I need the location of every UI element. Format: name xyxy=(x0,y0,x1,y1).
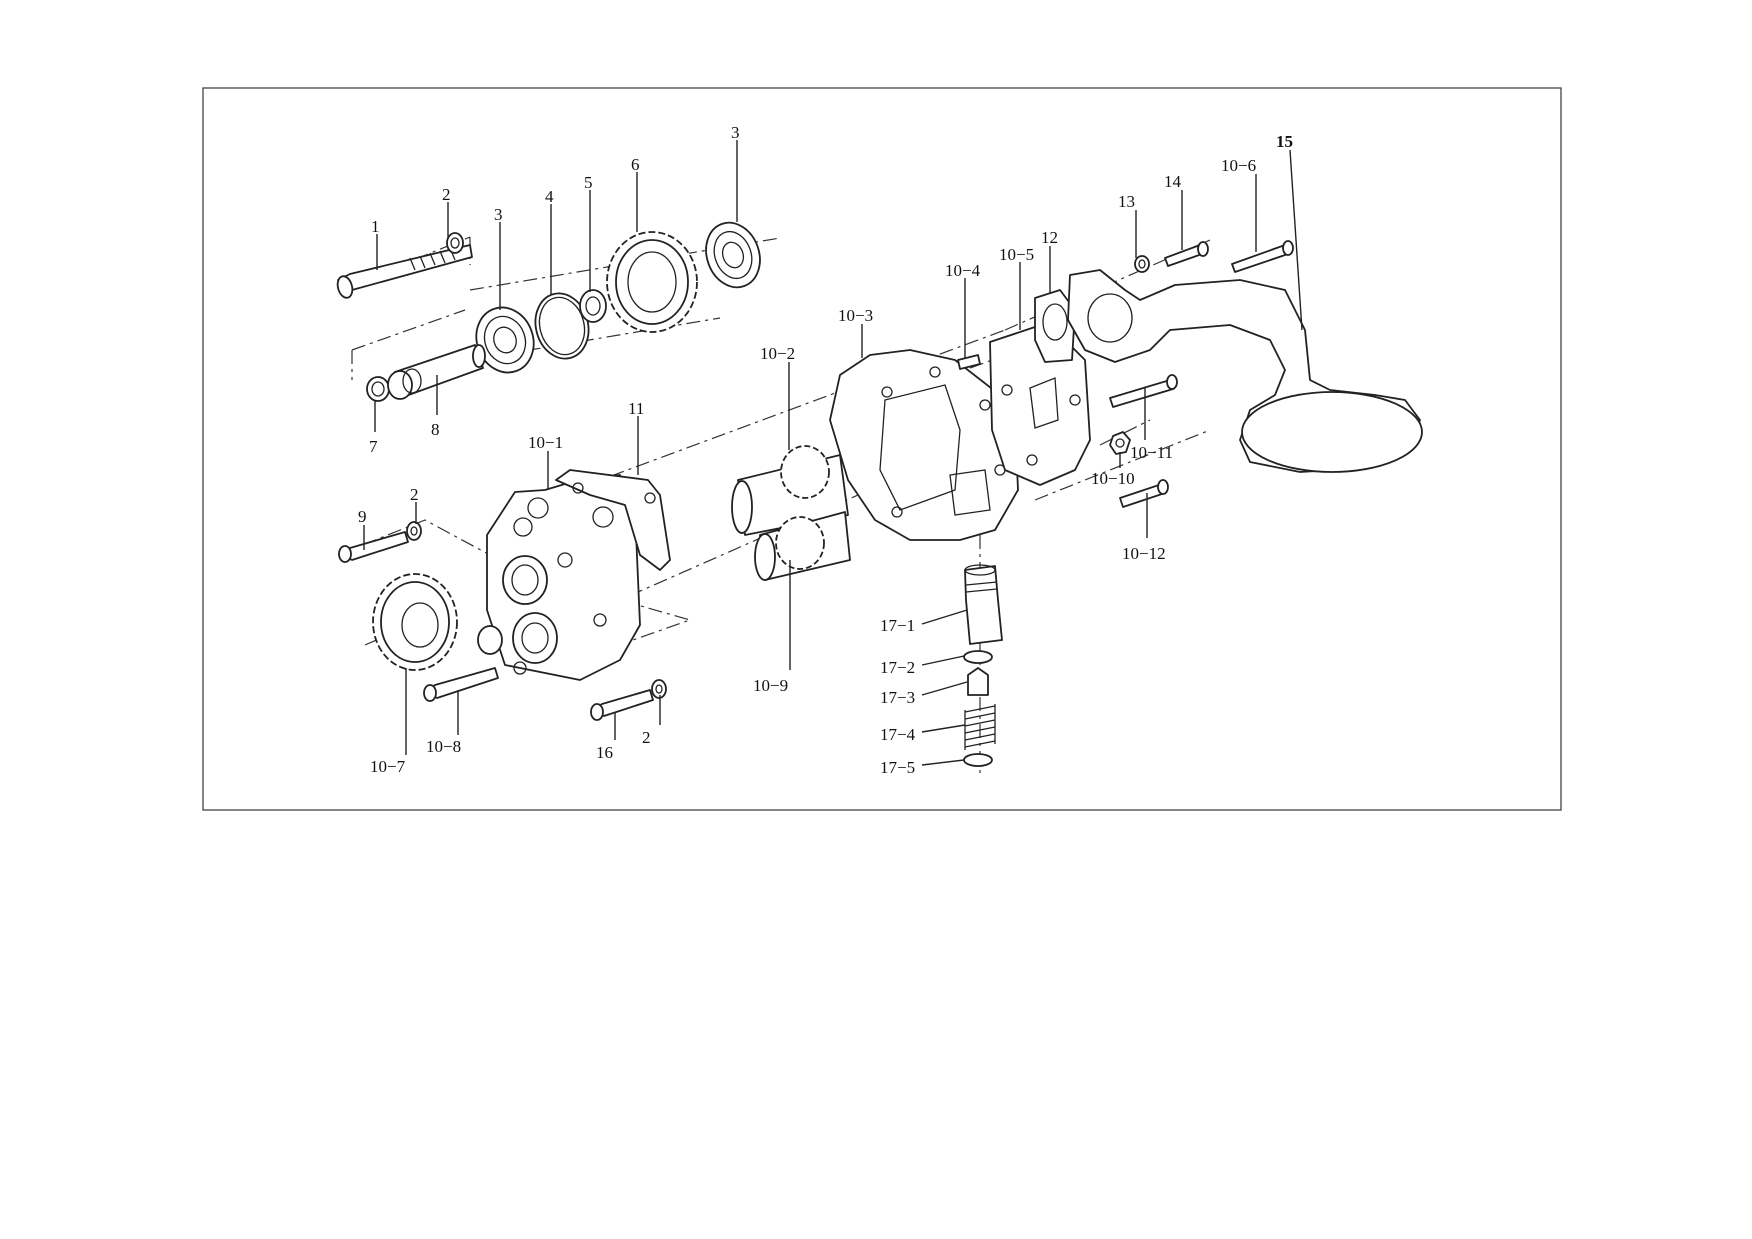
label-10-5: 10−5 xyxy=(999,245,1034,264)
label-13: 13 xyxy=(1118,192,1135,211)
part-16-bolt xyxy=(590,689,654,721)
label-10-4: 10−4 xyxy=(945,261,981,280)
label-10-8: 10−8 xyxy=(426,737,461,756)
part-7-washer xyxy=(366,376,390,402)
label-10-7: 10−7 xyxy=(370,757,406,776)
part-12-gasket xyxy=(1034,289,1076,363)
part-10-3-housing xyxy=(829,349,1019,541)
part-4-snap-ring xyxy=(534,292,590,360)
label-1: 1 xyxy=(371,217,380,236)
part-17-2-snap-ring xyxy=(963,650,993,664)
part-1-bolt xyxy=(336,244,473,299)
label-6: 6 xyxy=(631,155,640,174)
label-15: 15 xyxy=(1276,132,1293,151)
part-8-shaft xyxy=(387,344,486,400)
part-3-bearing-right xyxy=(705,221,761,289)
label-14: 14 xyxy=(1164,172,1182,191)
label-10-9: 10−9 xyxy=(753,676,788,695)
part-10-7-gear xyxy=(372,573,458,671)
label-4: 4 xyxy=(545,187,554,206)
label-10-3: 10−3 xyxy=(838,306,873,325)
label-2-mid: 2 xyxy=(410,485,419,504)
diagram-frame xyxy=(202,87,1562,811)
part-2-washer-top xyxy=(446,232,464,254)
label-10-1: 10−1 xyxy=(528,433,563,452)
label-10-2: 10−2 xyxy=(760,344,795,363)
part-2-washer-bottom xyxy=(651,679,667,699)
label-7: 7 xyxy=(369,437,378,456)
label-3-right: 3 xyxy=(731,123,740,142)
label-10-12: 10−12 xyxy=(1122,544,1166,563)
part-14-screw xyxy=(1164,241,1209,267)
label-17-1: 17−1 xyxy=(880,616,915,635)
label-3: 3 xyxy=(494,205,503,224)
part-10-8-bolt xyxy=(423,667,499,702)
label-17-4: 17−4 xyxy=(880,725,916,744)
part-17-4-spring xyxy=(964,704,996,750)
part-5-spacer xyxy=(579,289,607,323)
label-17-3: 17−3 xyxy=(880,688,915,707)
part-10-2-drive-gear xyxy=(731,445,849,536)
part-13-washer xyxy=(1134,255,1150,273)
label-5: 5 xyxy=(584,173,593,192)
label-17-2: 17−2 xyxy=(880,658,915,677)
part-10-1-cover xyxy=(477,474,641,681)
part-9-bolt xyxy=(338,531,409,563)
label-9: 9 xyxy=(358,507,367,526)
leader-lines xyxy=(363,140,1303,766)
label-11: 11 xyxy=(628,399,644,418)
part-15-suction-pipe xyxy=(1067,269,1423,473)
part-10-12-bolt xyxy=(1119,479,1169,508)
part-11-gasket xyxy=(555,469,671,571)
part-2-washer-mid xyxy=(406,521,422,541)
label-12: 12 xyxy=(1041,228,1058,247)
part-17-5-washer xyxy=(963,753,993,767)
label-16: 16 xyxy=(596,743,613,762)
label-8: 8 xyxy=(431,420,440,439)
label-2-bottom: 2 xyxy=(642,728,651,747)
part-17-3-valve xyxy=(967,667,989,696)
part-10-6-bolt xyxy=(1231,240,1294,273)
label-17-5: 17−5 xyxy=(880,758,915,777)
label-2: 2 xyxy=(442,185,451,204)
part-17-1-valve-body xyxy=(964,564,1003,645)
label-10-10: 10−10 xyxy=(1091,469,1135,488)
label-10-6: 10−6 xyxy=(1221,156,1256,175)
part-labels: 1 2 3 4 5 6 3 7 8 10−1 11 9 2 10−2 10−3 … xyxy=(358,123,1293,777)
part-6-gear xyxy=(606,231,698,333)
part-10-11-bolt xyxy=(1109,374,1178,408)
part-10-10-nut xyxy=(1109,431,1131,455)
part-10-9-driven-gear xyxy=(754,511,851,581)
part-10-4-pin xyxy=(957,354,981,370)
label-10-11: 10−11 xyxy=(1130,443,1173,462)
